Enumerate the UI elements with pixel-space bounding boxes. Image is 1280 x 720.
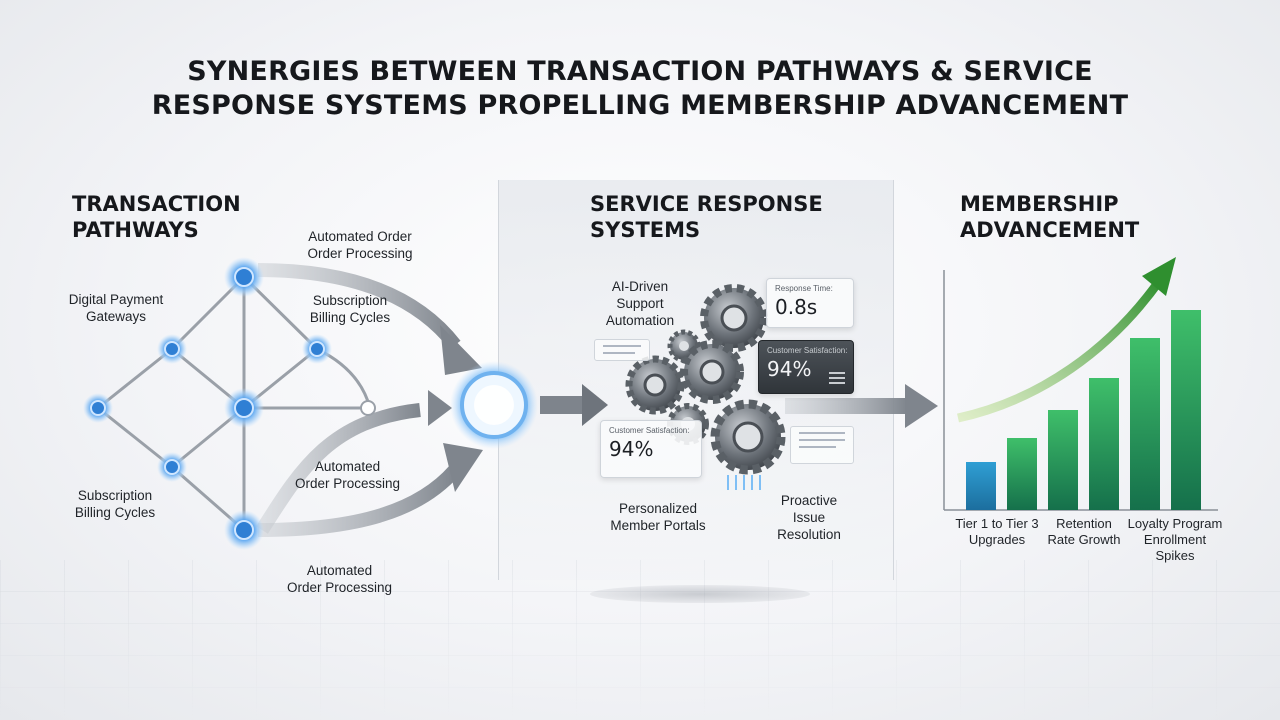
chart-bar-4 bbox=[1089, 378, 1119, 510]
membership-chart bbox=[943, 257, 1218, 511]
card-lines-icon bbox=[829, 369, 845, 384]
membership-advancement-title: MEMBERSHIP ADVANCEMENT bbox=[960, 192, 1140, 242]
service-to-membership-arrow bbox=[785, 384, 938, 428]
network-nodes bbox=[83, 257, 332, 550]
ui-placeholder-card-left bbox=[594, 339, 650, 361]
growth-trend-arrow bbox=[957, 277, 1164, 423]
category-label-retention: Retention Rate Growth bbox=[1047, 516, 1121, 547]
category-label-tier-upgrades: Tier 1 to Tier 3 Upgrades bbox=[955, 516, 1039, 547]
response-time-card: Response Time: 0.8s bbox=[766, 278, 854, 328]
flow-arrowheads bbox=[428, 325, 483, 492]
label-automated-order-top: Automated Order Order Processing bbox=[307, 229, 413, 261]
label-proactive-resolution: Proactive Issue Resolution bbox=[777, 493, 841, 542]
junction-node bbox=[360, 400, 376, 416]
title-line-1: SYNERGIES BETWEEN TRANSACTION PATHWAYS &… bbox=[187, 56, 1093, 87]
category-label-loyalty-program: Loyalty Program Enrollment Spikes bbox=[1127, 516, 1223, 563]
chart-bar-3 bbox=[1048, 410, 1078, 510]
central-hub bbox=[450, 361, 538, 449]
customer-satisfaction-card-dark: Customer Satisfaction: 94% bbox=[758, 340, 854, 394]
transaction-pathways-title: TRANSACTION PATHWAYS bbox=[72, 192, 241, 242]
growth-arrowhead bbox=[1142, 257, 1176, 296]
title-line-2: RESPONSE SYSTEMS PROPELLING MEMBERSHIP A… bbox=[151, 90, 1129, 121]
gears bbox=[625, 284, 786, 475]
hub-to-service-arrow bbox=[540, 384, 608, 426]
label-subscription-top: Subscription Billing Cycles bbox=[309, 293, 391, 325]
label-automated-order-mid: Automated Order Processing bbox=[294, 459, 401, 491]
gear-circuit-lines bbox=[727, 475, 761, 490]
gear-shadow bbox=[590, 585, 810, 603]
ui-placeholder-card-right bbox=[790, 426, 854, 464]
grid-floor bbox=[0, 560, 1280, 720]
label-automated-order-bottom: Automated Order Processing bbox=[286, 563, 393, 595]
chart-bar-1 bbox=[966, 462, 996, 510]
label-ai-driven-support: AI-Driven Support Automation bbox=[605, 279, 675, 328]
chart-bar-6 bbox=[1171, 310, 1201, 510]
page-title: SYNERGIES BETWEEN TRANSACTION PATHWAYS &… bbox=[0, 55, 1280, 123]
label-personalized-portals: Personalized Member Portals bbox=[610, 501, 706, 533]
chart-bar-2 bbox=[1007, 438, 1037, 510]
customer-satisfaction-card-light: Customer Satisfaction: 94% bbox=[600, 420, 702, 478]
chart-bar-5 bbox=[1130, 338, 1160, 510]
service-response-title: SERVICE RESPONSE SYSTEMS bbox=[590, 192, 823, 242]
label-digital-payment: Digital Payment Gateways bbox=[68, 292, 164, 324]
label-subscription-bottom: Subscription Billing Cycles bbox=[74, 488, 156, 520]
